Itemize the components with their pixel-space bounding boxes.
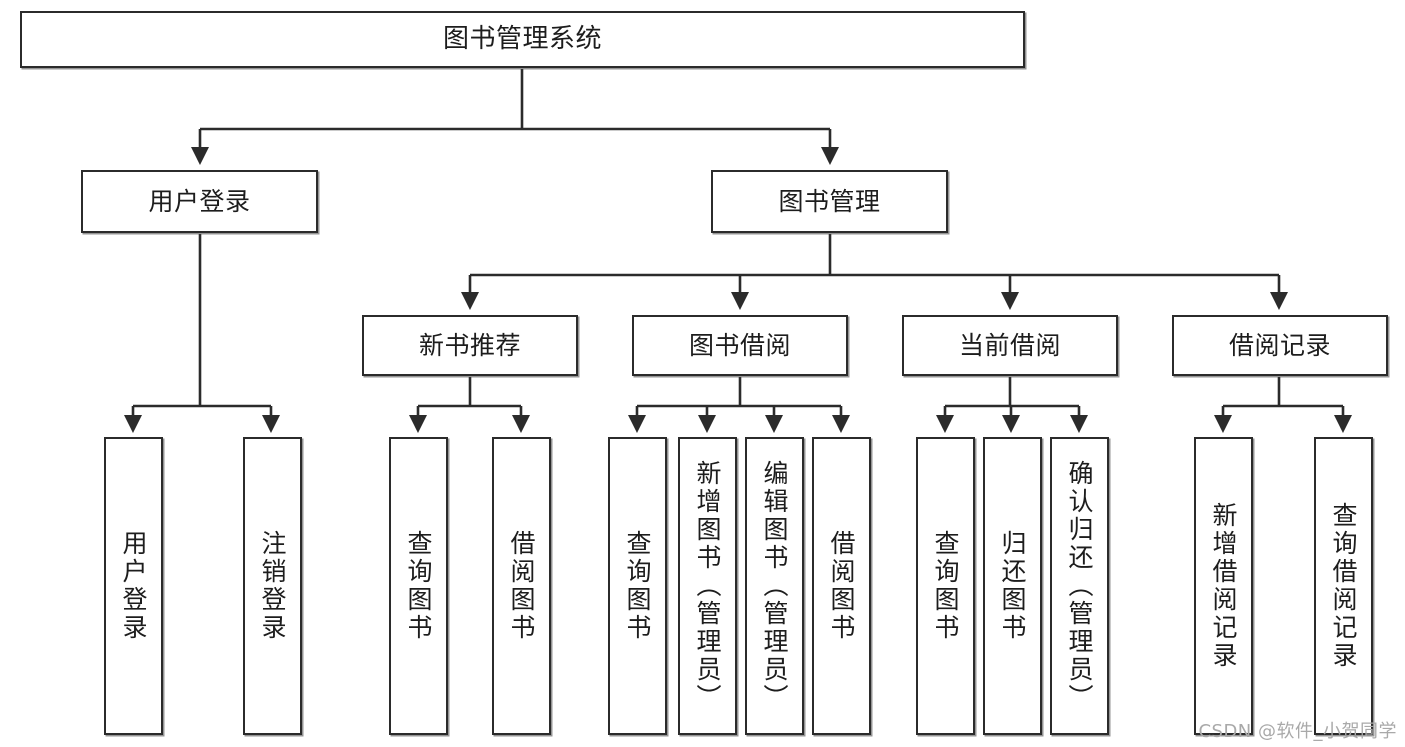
node-leaf-borrow-book-2[interactable]: 借阅图书 — [812, 437, 871, 735]
node-leaf-return-book[interactable]: 归还图书 — [983, 437, 1042, 735]
node-borrow-record[interactable]: 借阅记录 — [1172, 315, 1388, 376]
node-leaf-query-book-1[interactable]: 查询图书 — [389, 437, 448, 735]
node-root[interactable]: 图书管理系统 — [20, 11, 1025, 68]
node-leaf-add-record-label: 新增借阅记录 — [1209, 502, 1238, 670]
node-user-login-label: 用户登录 — [148, 186, 251, 216]
node-leaf-query-book-3-label: 查询图书 — [931, 530, 960, 642]
node-borrow-record-label: 借阅记录 — [1228, 330, 1331, 360]
node-leaf-edit-book-label: 编辑图书（管理员） — [760, 460, 789, 712]
node-leaf-confirm-return[interactable]: 确认归还（管理员） — [1050, 437, 1109, 735]
node-leaf-return-book-label: 归还图书 — [998, 530, 1027, 642]
node-leaf-query-book-2-label: 查询图书 — [623, 530, 652, 642]
node-book-borrow-label: 图书借阅 — [688, 330, 791, 360]
node-leaf-query-book-2[interactable]: 查询图书 — [608, 437, 667, 735]
node-book-management[interactable]: 图书管理 — [711, 170, 948, 233]
node-root-label: 图书管理系统 — [442, 24, 602, 55]
watermark: CSDN @软件_小贺同学 — [1198, 721, 1397, 742]
node-book-management-label: 图书管理 — [778, 186, 881, 216]
node-leaf-borrow-book-1-label: 借阅图书 — [507, 530, 536, 642]
node-leaf-user-login-label: 用户登录 — [119, 530, 148, 642]
node-user-login[interactable]: 用户登录 — [81, 170, 318, 233]
node-leaf-add-book[interactable]: 新增图书（管理员） — [678, 437, 737, 735]
node-leaf-add-book-label: 新增图书（管理员） — [693, 460, 722, 712]
node-leaf-add-record[interactable]: 新增借阅记录 — [1194, 437, 1253, 735]
node-leaf-query-book-3[interactable]: 查询图书 — [916, 437, 975, 735]
node-current-borrow-label: 当前借阅 — [958, 330, 1061, 360]
node-leaf-confirm-return-label: 确认归还（管理员） — [1065, 460, 1094, 712]
node-leaf-borrow-book-1[interactable]: 借阅图书 — [492, 437, 551, 735]
node-leaf-logout-login-label: 注销登录 — [258, 530, 287, 642]
node-leaf-edit-book[interactable]: 编辑图书（管理员） — [745, 437, 804, 735]
node-book-borrow[interactable]: 图书借阅 — [632, 315, 848, 376]
node-new-book-recommend[interactable]: 新书推荐 — [362, 315, 578, 376]
node-leaf-logout-login[interactable]: 注销登录 — [243, 437, 302, 735]
node-current-borrow[interactable]: 当前借阅 — [902, 315, 1118, 376]
node-new-book-recommend-label: 新书推荐 — [418, 330, 521, 360]
node-leaf-user-login[interactable]: 用户登录 — [104, 437, 163, 735]
node-leaf-query-book-1-label: 查询图书 — [404, 530, 433, 642]
node-leaf-query-record[interactable]: 查询借阅记录 — [1314, 437, 1373, 735]
node-leaf-query-record-label: 查询借阅记录 — [1329, 502, 1358, 670]
node-leaf-borrow-book-2-label: 借阅图书 — [827, 530, 856, 642]
